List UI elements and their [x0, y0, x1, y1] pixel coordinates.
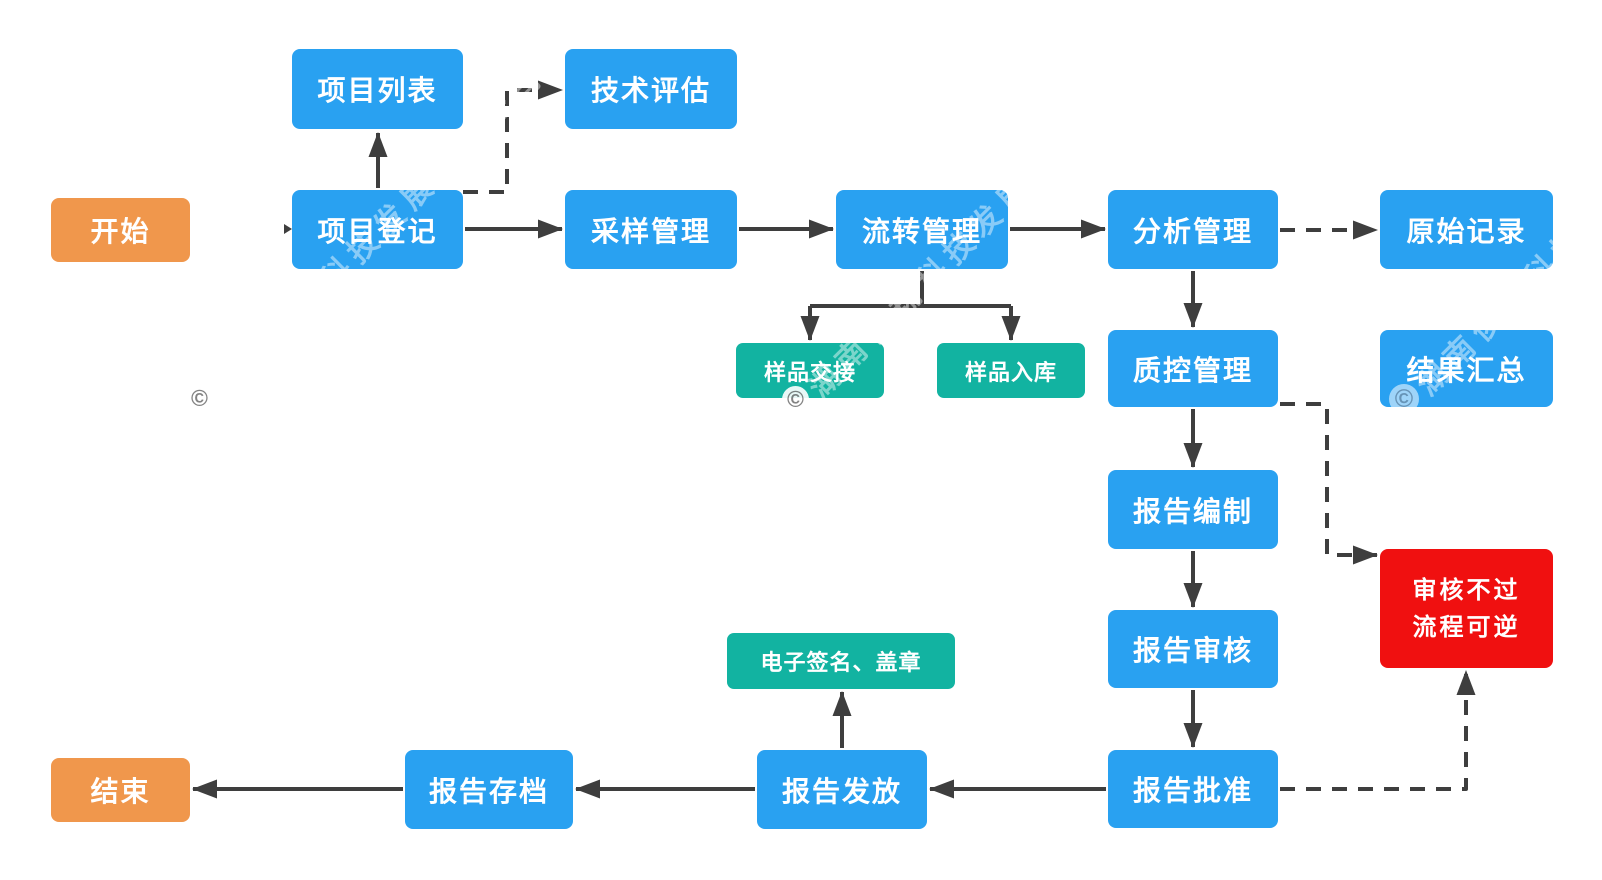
- node-qc-management: 质控管理: [1108, 330, 1278, 407]
- node-label: 技术评估: [590, 75, 711, 106]
- connector-circulation-split-bar: [810, 271, 1011, 308]
- node-label: 项目登记: [317, 215, 438, 247]
- connector-qc-management-to-review-fail-note: [1280, 402, 1378, 565]
- node-project-list: 项目列表: [292, 49, 463, 129]
- node-label: 样品入库: [964, 359, 1057, 385]
- node-label: 分析管理: [1132, 215, 1253, 247]
- node-label: 采样管理: [590, 215, 711, 247]
- node-raw-records: 原始记录: [1380, 190, 1553, 269]
- node-review-fail-note: 审核不过 流程可逆: [1380, 549, 1553, 668]
- node-sample-handover: 样品交接: [736, 343, 884, 398]
- node-label: 原始记录: [1406, 215, 1527, 247]
- connector-report-approval-to-review-fail-note: [1280, 670, 1476, 791]
- node-label: 项目列表: [317, 75, 438, 106]
- node-sample-storage: 样品入库: [937, 343, 1085, 398]
- node-start: 开始: [51, 198, 190, 262]
- node-esignature-seal: 电子签名、盖章: [727, 633, 955, 689]
- node-report-approval: 报告批准: [1108, 750, 1278, 828]
- node-end: 结束: [51, 758, 190, 822]
- node-label: 结果汇总: [1406, 354, 1527, 386]
- node-tech-evaluation: 技术评估: [565, 49, 737, 129]
- node-report-compilation: 报告编制: [1108, 470, 1278, 549]
- node-report-issuance: 报告发放: [757, 750, 927, 829]
- node-report-review: 报告审核: [1108, 610, 1278, 688]
- copyright-icon: ©: [186, 385, 213, 412]
- node-label: 报告发放: [781, 775, 902, 807]
- node-result-summary: 结果汇总: [1380, 330, 1553, 407]
- node-project-registration: 项目登记: [292, 190, 463, 269]
- node-label: 报告审核: [1132, 635, 1253, 666]
- node-sampling-management: 采样管理: [565, 190, 737, 269]
- connector-project-registration-to-tech-evaluation: [463, 80, 563, 194]
- node-label: 报告存档: [428, 775, 549, 807]
- node-label: 结束: [90, 776, 151, 807]
- node-label-line1: 审核不过: [1412, 576, 1521, 604]
- node-label-line2: 流程可逆: [1412, 613, 1521, 641]
- node-label: 流转管理: [861, 215, 982, 247]
- node-report-archive: 报告存档: [405, 750, 573, 829]
- node-label: 电子签名、盖章: [760, 650, 922, 675]
- node-circulation-management: 流转管理: [836, 190, 1008, 269]
- node-label: 报告编制: [1132, 495, 1253, 527]
- connector-start-to-project-registration-stub: [284, 224, 292, 234]
- node-analysis-management: 分析管理: [1108, 190, 1278, 269]
- node-label: 样品交接: [763, 359, 856, 385]
- node-label: 报告批准: [1132, 775, 1253, 806]
- node-label: 质控管理: [1132, 354, 1253, 386]
- node-label: 开始: [90, 216, 151, 247]
